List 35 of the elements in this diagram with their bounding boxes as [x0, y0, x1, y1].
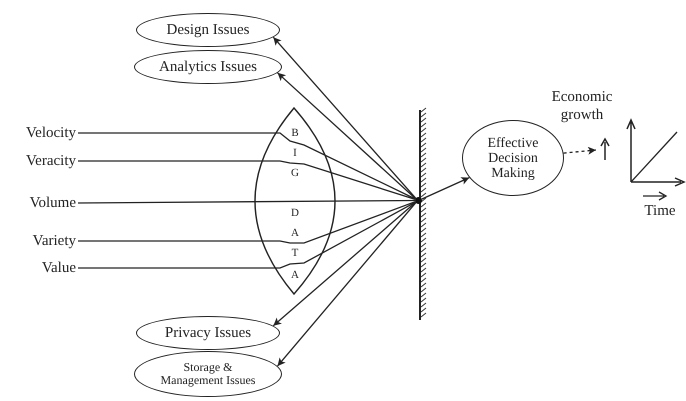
arrow: [272, 202, 416, 326]
term-label: Value: [2, 259, 76, 277]
connector-line: [78, 200, 415, 204]
lens-letter: A: [290, 270, 300, 280]
connector-line: [78, 132, 416, 200]
arrow: [277, 72, 416, 200]
arrow: [564, 146, 596, 155]
issue-ellipse: [134, 351, 282, 397]
connector-line: [78, 201, 416, 244]
arrow: [421, 177, 470, 200]
term-label: Volume: [2, 194, 76, 212]
issue-ellipse: [134, 50, 282, 84]
connector-line: [78, 202, 416, 269]
lens-letter: G: [290, 168, 300, 178]
lens-letter: T: [290, 248, 300, 258]
ellipse-text: Effective Decision Making: [486, 136, 540, 180]
arrow: [272, 36, 416, 199]
ellipse-text: Storage & Management Issues: [160, 361, 256, 387]
term-label: Veracity: [2, 152, 76, 170]
axis-label: Time: [643, 202, 677, 220]
issue-ellipse: [136, 13, 280, 47]
term-label: Velocity: [2, 124, 76, 142]
connector-line: [78, 160, 416, 200]
lens-letter: I: [292, 148, 298, 158]
ellipse-text: Design Issues: [166, 22, 250, 38]
lens-letter: B: [290, 128, 300, 138]
term-label: Variety: [2, 232, 76, 250]
lens-letter: D: [290, 208, 300, 218]
ellipse-text: Privacy Issues: [164, 325, 252, 341]
focal-point: [415, 197, 422, 204]
arrow: [277, 202, 416, 367]
ellipse-text: Analytics Issues: [159, 59, 257, 75]
issue-ellipse: [136, 316, 280, 350]
axis-label: Economic growth: [550, 88, 614, 124]
lens-letter: A: [290, 228, 300, 238]
